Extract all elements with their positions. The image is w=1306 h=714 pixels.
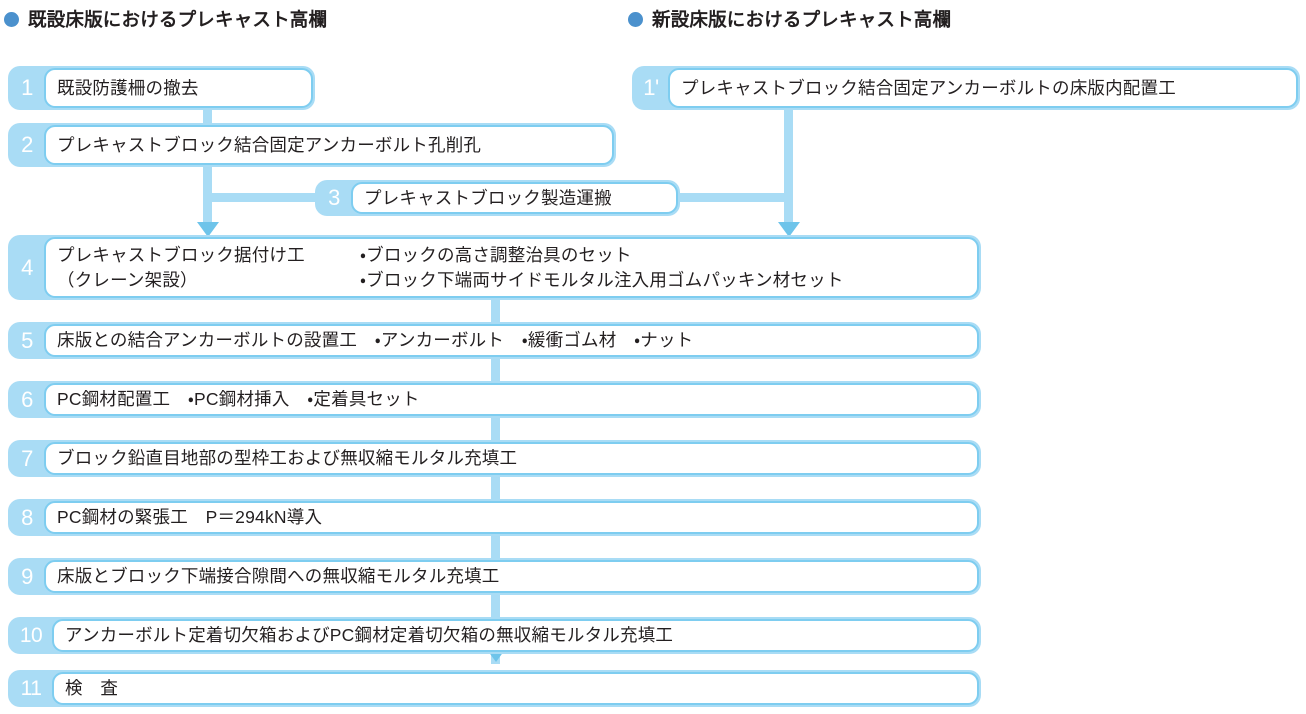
step-number: 8	[21, 504, 33, 530]
connector-step9-to-step10	[491, 595, 500, 617]
step-text: ブロック鉛直目地部の型枠工および無収縮モルタル充填工	[57, 448, 518, 469]
step-number: 6	[21, 386, 33, 412]
step-text-line-2-right: ・ブロック下端両サイドモルタル注入用ゴムパッキン材セット	[360, 269, 844, 290]
connector-step1p-to-step4	[784, 110, 793, 229]
bullet-icon	[628, 11, 643, 27]
step-number: 4	[21, 254, 33, 280]
step-body: ブロック鉛直目地部の型枠工および無収縮モルタル充填工	[44, 442, 979, 475]
step-body: アンカーボルト定着切欠箱およびPC鋼材定着切欠箱の無収縮モルタル充填工	[52, 619, 979, 652]
connector-step3-to-right-spine	[676, 193, 793, 202]
arrowhead-into-step4-left	[196, 222, 219, 237]
step-text: PC鋼材配置工 ・PC鋼材挿入 ・定着具セット	[57, 389, 420, 410]
step-box-2[interactable]: 2 プレキャストブロック結合固定アンカーボルト孔削孔	[8, 123, 616, 167]
step-number: 10	[19, 624, 43, 647]
step-number: 3	[328, 185, 340, 210]
column-header-label: 新設床版におけるプレキャスト高欄	[652, 9, 952, 30]
column-header-label: 既設床版におけるプレキャスト高欄	[28, 9, 328, 30]
step-body: PC鋼材配置工 ・PC鋼材挿入 ・定着具セット	[44, 383, 979, 416]
step-box-4[interactable]: 4 プレキャストブロック据付け工 ・ブロックの高さ調整治具のセット （クレーン架…	[8, 235, 981, 300]
connector-step1-to-step2	[203, 110, 212, 126]
step-box-9[interactable]: 9 床版とブロック下端接合隙間への無収縮モルタル充填工	[8, 558, 981, 595]
step-body: 床版とブロック下端接合隙間への無収縮モルタル充填工	[44, 560, 979, 593]
step-body: 検 査	[52, 672, 979, 705]
step-box-5[interactable]: 5 床版との結合アンカーボルトの設置工 ・アンカーボルト ・緩衝ゴム材 ・ナット	[8, 322, 981, 359]
step-text: 既設防護柵の撤去	[57, 77, 199, 98]
step-text: 床版とブロック下端接合隙間への無収縮モルタル充填工	[57, 566, 500, 587]
column-header-new-slab: 新設床版におけるプレキャスト高欄	[628, 6, 951, 32]
step-body: プレキャストブロック結合固定アンカーボルト孔削孔	[44, 125, 614, 165]
step-body: プレキャストブロック製造運搬	[351, 182, 678, 214]
step-text: プレキャストブロック結合固定アンカーボルトの床版内配置工	[681, 77, 1176, 98]
step-body: プレキャストブロック結合固定アンカーボルトの床版内配置工	[668, 68, 1298, 108]
step-body: 既設防護柵の撤去	[44, 68, 313, 108]
connector-step7-to-step8	[491, 477, 500, 499]
connector-step8-to-step9	[491, 536, 500, 558]
step-box-3[interactable]: 3 プレキャストブロック製造運搬	[315, 180, 680, 216]
step-number: 1'	[643, 75, 659, 100]
arrowhead-into-step4-right	[777, 222, 800, 237]
step-text: PC鋼材の緊張工 P＝294kN導入	[57, 507, 323, 528]
step-box-8[interactable]: 8 PC鋼材の緊張工 P＝294kN導入	[8, 499, 981, 536]
step-number: 5	[21, 327, 33, 353]
step-box-1[interactable]: 1 既設防護柵の撤去	[8, 66, 315, 110]
bullet-icon	[4, 11, 19, 27]
column-header-existing-slab: 既設床版におけるプレキャスト高欄	[4, 6, 327, 32]
step-box-6[interactable]: 6 PC鋼材配置工 ・PC鋼材挿入 ・定着具セット	[8, 381, 981, 418]
step-text-line-1-left: プレキャストブロック据付け工	[57, 245, 305, 266]
step-box-10[interactable]: 10 アンカーボルト定着切欠箱およびPC鋼材定着切欠箱の無収縮モルタル充填工	[8, 617, 981, 654]
step-text: アンカーボルト定着切欠箱およびPC鋼材定着切欠箱の無収縮モルタル充填工	[65, 625, 674, 646]
step-text: 床版との結合アンカーボルトの設置工 ・アンカーボルト ・緩衝ゴム材 ・ナット	[57, 330, 694, 351]
step-text: プレキャストブロック結合固定アンカーボルト孔削孔	[57, 134, 482, 155]
step-number: 11	[20, 677, 42, 700]
step-text: プレキャストブロック製造運搬	[364, 187, 612, 208]
step-number: 9	[21, 563, 33, 589]
step-number: 1	[21, 75, 33, 100]
step-box-11[interactable]: 11 検 査	[8, 670, 981, 707]
step-text: 検 査	[65, 678, 119, 699]
step-body: プレキャストブロック据付け工 ・ブロックの高さ調整治具のセット （クレーン架設）…	[44, 237, 979, 298]
step-box-7[interactable]: 7 ブロック鉛直目地部の型枠工および無収縮モルタル充填工	[8, 440, 981, 477]
step-number: 7	[21, 445, 33, 471]
step-text-line-2-left: （クレーン架設）	[57, 269, 198, 290]
step-text-line-2: （クレーン架設） ・ブロック下端両サイドモルタル注入用ゴムパッキン材セット	[57, 268, 963, 292]
step-body: PC鋼材の緊張工 P＝294kN導入	[44, 501, 979, 534]
connector-left-spine-to-step3	[203, 193, 321, 202]
step-body: 床版との結合アンカーボルトの設置工 ・アンカーボルト ・緩衝ゴム材 ・ナット	[44, 324, 979, 357]
step-number: 2	[21, 132, 33, 157]
connector-step6-to-step7	[491, 418, 500, 440]
step-text-line-1-right: ・ブロックの高さ調整治具のセット	[360, 245, 632, 266]
step-text-line-1: プレキャストブロック据付け工 ・ブロックの高さ調整治具のセット	[57, 243, 963, 267]
connector-step4-to-step5	[491, 300, 500, 322]
step-box-1-prime[interactable]: 1' プレキャストブロック結合固定アンカーボルトの床版内配置工	[632, 66, 1300, 110]
connector-step5-to-step6	[491, 359, 500, 381]
